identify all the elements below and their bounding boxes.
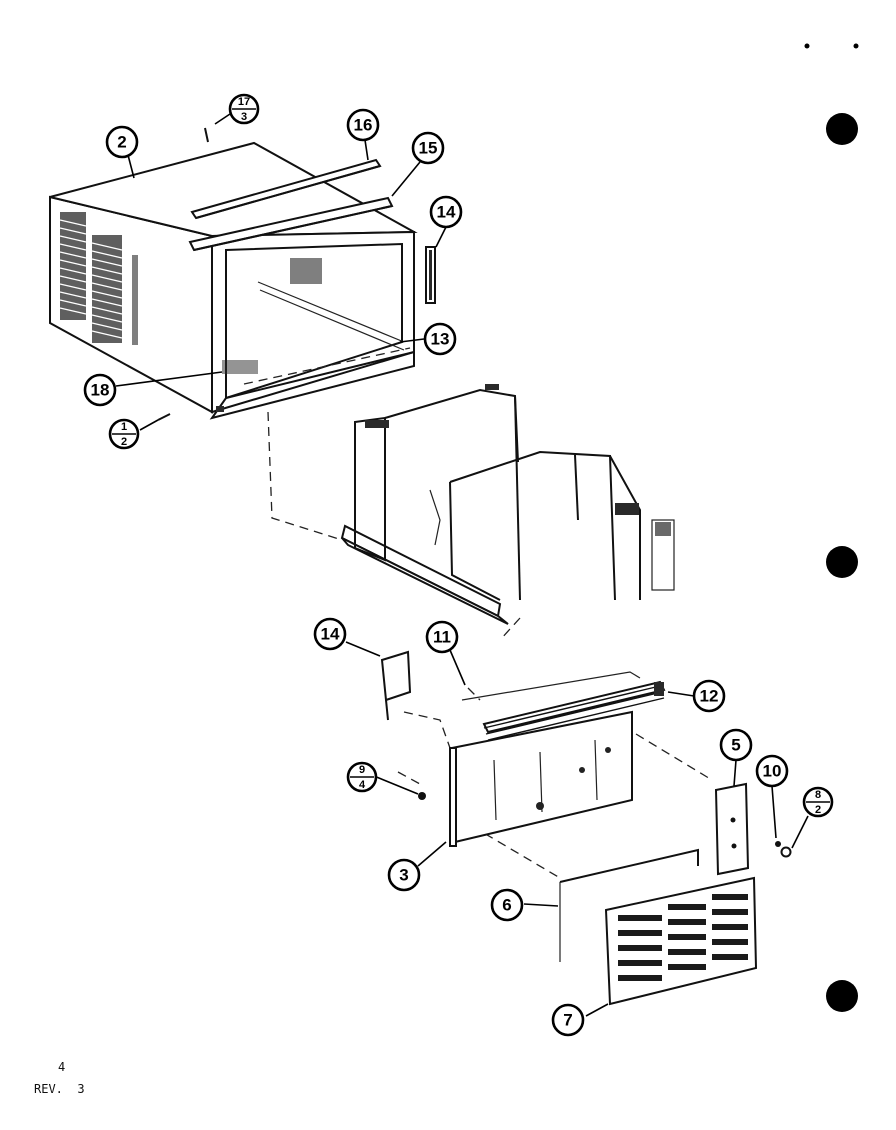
callout-16: 16 (346, 108, 380, 142)
revision-label: REV. 3 (34, 1082, 85, 1096)
svg-text:2: 2 (121, 436, 127, 448)
callout-3: 3 (387, 858, 421, 892)
svg-text:12: 12 (700, 687, 719, 706)
svg-text:13: 13 (431, 330, 450, 349)
screw-9 (418, 792, 426, 800)
callout-14-top: 14 (429, 195, 463, 229)
svg-text:17: 17 (238, 96, 250, 108)
binder-holes (804, 43, 859, 1012)
callout-14-bottom: 14 (313, 617, 347, 651)
svg-text:8: 8 (815, 789, 821, 801)
screw-10 (775, 841, 781, 847)
svg-text:2: 2 (815, 804, 821, 816)
svg-text:1: 1 (121, 421, 127, 433)
callout-7: 7 (551, 1003, 585, 1037)
callout-5: 5 (719, 728, 753, 762)
svg-text:6: 6 (502, 896, 511, 915)
callout-13: 13 (423, 322, 457, 356)
svg-text:10: 10 (763, 762, 782, 781)
screw-17 (204, 127, 209, 143)
svg-text:5: 5 (731, 736, 740, 755)
cabinet-louvers (59, 212, 322, 345)
svg-text:14: 14 (437, 203, 456, 222)
fraction-callout-17-3: 17 3 (228, 93, 260, 125)
top-rail-15 (188, 196, 394, 252)
svg-text:16: 16 (354, 116, 373, 135)
side-strip-14 (425, 246, 436, 304)
screw-1 (157, 413, 171, 421)
callout-12: 12 (692, 679, 726, 713)
plate-5 (714, 782, 750, 876)
fraction-callout-8-2: 8 2 (802, 786, 834, 818)
bracket-14 (380, 650, 412, 721)
callout-10: 10 (755, 754, 789, 788)
svg-text:4: 4 (359, 779, 366, 791)
svg-text:15: 15 (419, 139, 438, 158)
chassis-assembly (340, 384, 675, 625)
page-number: 4 (58, 1060, 66, 1074)
svg-text:3: 3 (399, 866, 408, 885)
svg-text:7: 7 (563, 1011, 572, 1030)
callout-6: 6 (490, 888, 524, 922)
callout-18: 18 (83, 373, 117, 407)
screw-8 (780, 846, 792, 858)
fraction-callout-9-4: 9 4 (346, 761, 378, 793)
fraction-callout-1-2: 1 2 (108, 418, 140, 450)
svg-text:11: 11 (433, 628, 451, 647)
callout-11: 11 (425, 620, 459, 654)
top-rail-16 (190, 158, 382, 220)
control-panel-assembly (449, 671, 666, 847)
svg-text:9: 9 (359, 764, 365, 776)
svg-text:2: 2 (117, 133, 126, 152)
grille-7 (604, 876, 758, 1006)
svg-text:3: 3 (241, 111, 247, 123)
leader-lines (115, 107, 809, 1017)
callout-2: 2 (105, 125, 139, 159)
callout-15: 15 (411, 131, 445, 165)
panel-6 (559, 848, 699, 962)
svg-text:14: 14 (321, 625, 340, 644)
svg-text:18: 18 (91, 381, 110, 400)
